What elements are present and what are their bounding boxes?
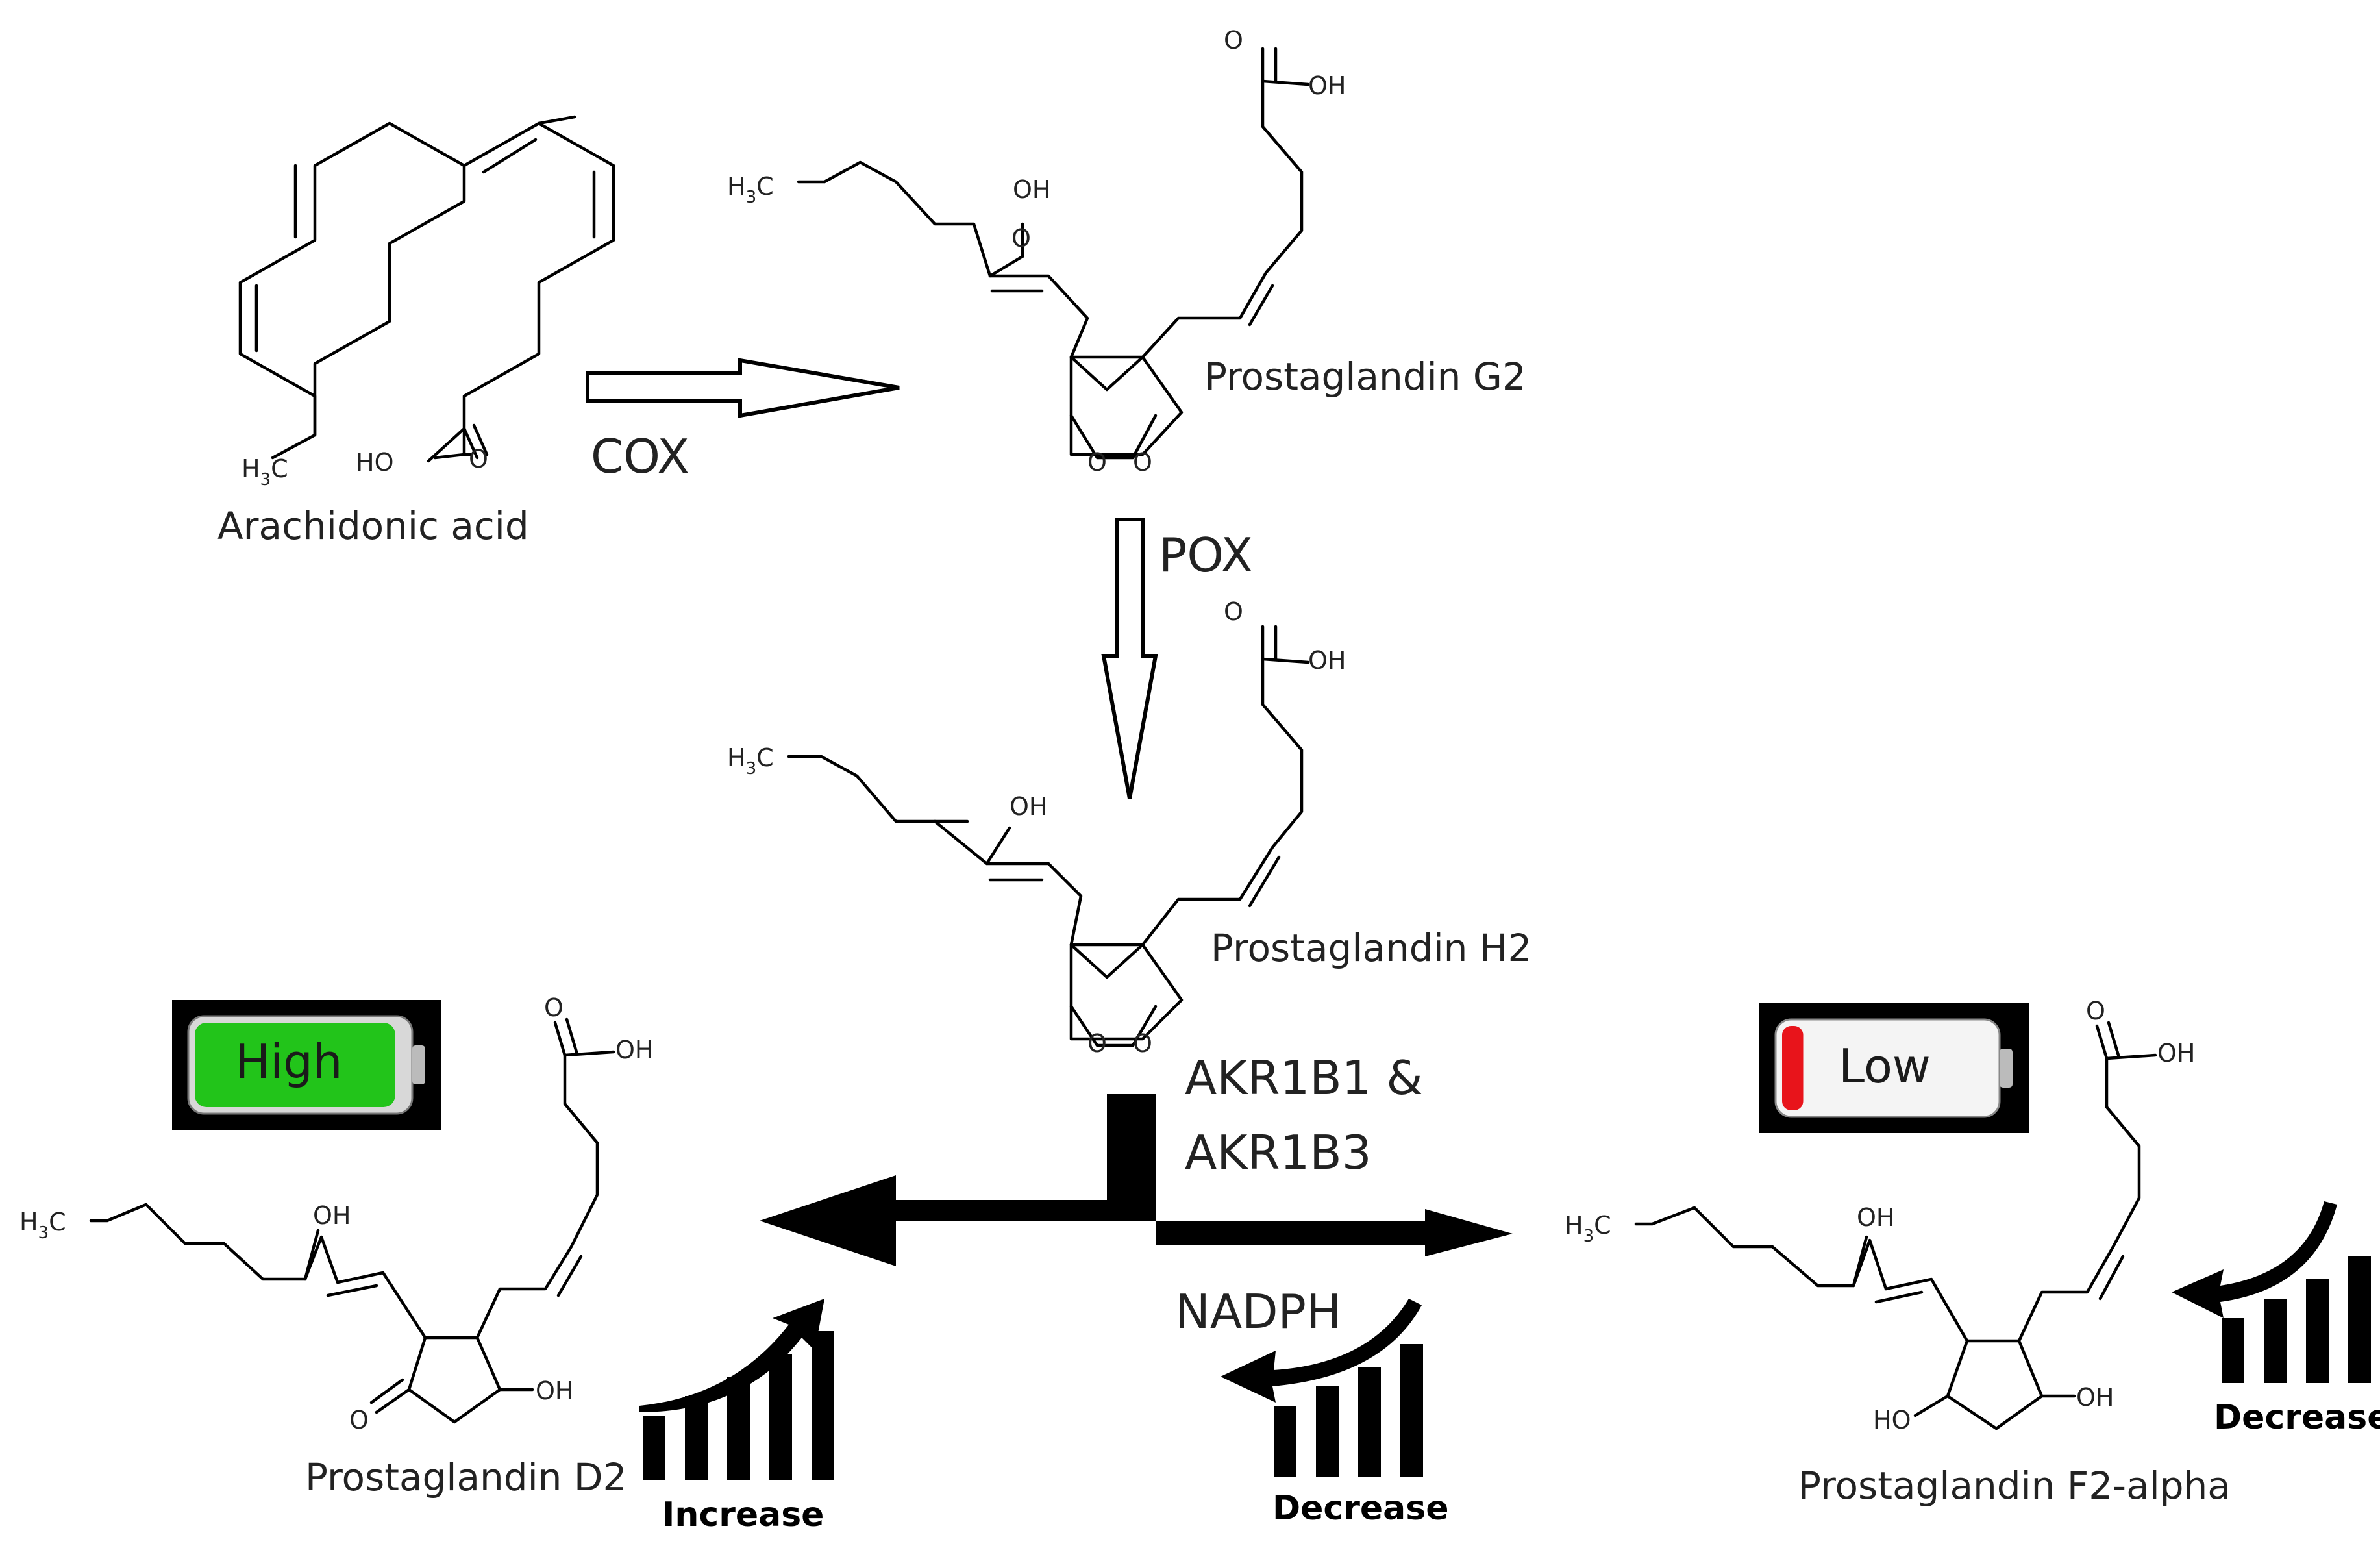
- pgg2-structure: [797, 47, 1310, 460]
- label-cox: COX: [591, 429, 689, 484]
- label-arachidonic-acid: Arachidonic acid: [217, 504, 529, 548]
- label-pgd2: Prostaglandin D2: [305, 1455, 626, 1499]
- atom-sub3: 3: [260, 470, 271, 490]
- pgg2-o-carboxyl: O: [1224, 26, 1243, 55]
- pgf2a-oh-15: OH: [1857, 1203, 1894, 1232]
- pgg2-oh-carboxyl: OH: [1308, 71, 1346, 100]
- pgf2a-c: C: [1594, 1211, 1611, 1240]
- pgg2-o-peroxide: O: [1011, 224, 1031, 253]
- pox-arrow: [1101, 518, 1158, 799]
- pgg2-sub3: 3: [746, 188, 757, 207]
- battery-low-fill: [1782, 1026, 1804, 1110]
- pgg2-o-ring1: O: [1087, 448, 1107, 477]
- battery-high-fill: [195, 1023, 395, 1107]
- pgh2-c: C: [756, 743, 774, 772]
- decrease-nadph-trend-icon: [1221, 1299, 1423, 1477]
- pgd2-c: C: [49, 1208, 66, 1236]
- pgf2a-ho-ring: HO: [1873, 1406, 1911, 1434]
- svg-text:H3C: H3C: [242, 455, 288, 490]
- atom-o: O: [469, 445, 488, 473]
- pgd2-structure: [89, 1017, 615, 1424]
- pgg2-o-ring2: O: [1133, 448, 1152, 477]
- label-pgh2: Prostaglandin H2: [1211, 926, 1531, 970]
- label-pgg2: Prostaglandin G2: [1204, 355, 1526, 399]
- pgg2-oh-top: OH: [1013, 175, 1050, 204]
- akr-branch-arrow: [760, 1094, 1513, 1266]
- decrease-pgf2a-trend-icon: [2172, 1201, 2371, 1383]
- pgh2-o-ring2: O: [1133, 1029, 1152, 1058]
- pgf2a-sub3: 3: [1583, 1227, 1594, 1246]
- pgh2-oh-carboxyl: OH: [1308, 646, 1346, 675]
- atom-c: C: [271, 455, 288, 483]
- pgh2-o-ring1: O: [1087, 1029, 1107, 1058]
- decrease-nadph-label: Decrease: [1272, 1489, 1448, 1528]
- increase-trend-icon: [639, 1299, 834, 1480]
- atom-h: H: [242, 455, 260, 483]
- pgd2-oh-carboxyl: OH: [615, 1036, 653, 1064]
- pgd2-o-keto: O: [349, 1406, 369, 1434]
- pgd2-o-carboxyl: O: [544, 993, 564, 1022]
- increase-label: Increase: [662, 1495, 824, 1534]
- pgd2-oh-ring: OH: [536, 1377, 573, 1405]
- pgf2a-h: H: [1565, 1211, 1583, 1240]
- pgh2-oh-15: OH: [1010, 792, 1047, 821]
- pgh2-structure: [787, 625, 1310, 1047]
- label-akr-line1: AKR1B1 &: [1185, 1051, 1423, 1105]
- svg-text:H3C: H3C: [727, 172, 774, 207]
- battery-low-label: Low: [1839, 1039, 1931, 1093]
- svg-text:H3C: H3C: [19, 1208, 66, 1243]
- pgg2-c: C: [756, 172, 774, 201]
- pgg2-h: H: [727, 172, 746, 201]
- pgf2a-o-carboxyl: O: [2086, 997, 2105, 1025]
- battery-low: [1759, 1003, 2029, 1133]
- svg-text:H3C: H3C: [727, 743, 774, 779]
- pgf2a-structure: [1634, 1021, 2157, 1430]
- svg-text:H3C: H3C: [1565, 1211, 1611, 1246]
- battery-high-label: High: [235, 1034, 342, 1089]
- battery-high: [172, 1000, 441, 1130]
- pgf2a-oh-ring: OH: [2076, 1383, 2114, 1412]
- pgd2-sub3: 3: [38, 1223, 49, 1243]
- pgd2-h: H: [19, 1208, 38, 1236]
- arachidonic-acid-structure: [238, 115, 615, 463]
- pgd2-oh-15: OH: [313, 1201, 351, 1230]
- atom-ho: HO: [356, 448, 393, 477]
- label-akr-line2: AKR1B3: [1185, 1125, 1372, 1180]
- label-pgf2a: Prostaglandin F2-alpha: [1798, 1464, 2231, 1508]
- decrease-pgf2a-label: Decrease: [2214, 1398, 2380, 1437]
- cox-arrow: [586, 358, 900, 418]
- label-nadph: NADPH: [1175, 1284, 1341, 1339]
- pgh2-sub3: 3: [746, 759, 757, 779]
- pgh2-h: H: [727, 743, 746, 772]
- label-pox: POX: [1159, 528, 1253, 582]
- pgf2a-oh-carboxyl: OH: [2157, 1039, 2195, 1067]
- pgh2-o-carboxyl: O: [1224, 597, 1243, 626]
